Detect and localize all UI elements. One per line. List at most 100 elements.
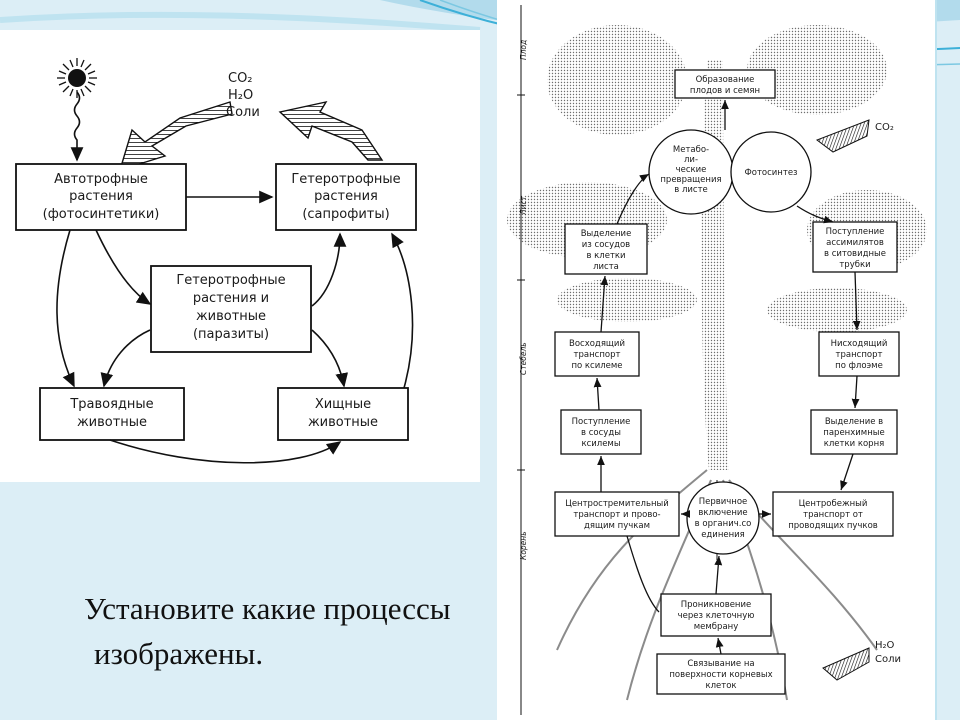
salts-input-label: Соли	[875, 654, 901, 665]
svg-text:ксилемы: ксилемы	[581, 439, 620, 449]
centripetal-transport-node: Центростремительный транспорт и прово- д…	[554, 491, 680, 537]
svg-text:Центростремительный: Центростремительный	[565, 499, 669, 509]
svg-text:транспорт от: транспорт от	[803, 510, 863, 520]
svg-text:в органич.со: в органич.со	[695, 519, 752, 529]
svg-text:поверхности корневых: поверхности корневых	[669, 670, 772, 680]
svg-text:в сосуды: в сосуды	[581, 428, 621, 438]
parasites-node: Гетеротрофные растения и животные (параз…	[150, 265, 312, 353]
svg-text:включение: включение	[698, 508, 747, 518]
xylem-entry-node: Поступление в сосуды ксилемы	[560, 409, 642, 455]
xylem-exit-node: Выделение из сосудов в клетки листа	[564, 223, 648, 275]
caption-line-1: Установите какие процессы	[84, 591, 451, 626]
svg-text:в ситовидные: в ситовидные	[824, 249, 886, 259]
sieve-entry-node: Поступление ассимилятов в ситовидные тру…	[812, 221, 898, 273]
svg-text:транспорт и прово-: транспорт и прово-	[573, 510, 660, 520]
svg-text:растения и: растения и	[193, 291, 269, 306]
svg-text:транспорт: транспорт	[836, 350, 883, 360]
svg-text:ассимилятов: ассимилятов	[826, 238, 884, 248]
svg-text:Фотосинтез: Фотосинтез	[744, 168, 798, 178]
ecosystem-cycle-diagram: CO₂ H₂O Соли Автотрофные растения (фотос…	[15, 58, 417, 464]
axis-root-label: Корень	[519, 531, 528, 560]
caption-line-2: изображены.	[94, 636, 264, 671]
ascending-transport-node: Восходящий транспорт по ксилеме	[554, 331, 640, 377]
primary-inclusion-node: Первичное включение в органич.со единени…	[686, 481, 760, 555]
svg-text:Связывание на: Связывание на	[687, 659, 754, 669]
svg-text:Гетеротрофные: Гетеротрофные	[176, 273, 285, 288]
axis-fruit-label: Плод	[519, 40, 528, 60]
svg-text:животные: животные	[77, 415, 147, 430]
svg-text:растения: растения	[314, 189, 378, 204]
svg-text:плодов и семян: плодов и семян	[690, 86, 760, 96]
predators-node: Хищные животные	[277, 387, 409, 441]
svg-text:Поступление: Поступление	[826, 227, 885, 237]
svg-text:по флоэме: по флоэме	[835, 361, 883, 371]
svg-text:Центробежный: Центробежный	[799, 499, 868, 509]
svg-text:Поступление: Поступление	[572, 417, 631, 427]
food-chain-arrows	[56, 190, 414, 464]
svg-text:Хищные: Хищные	[315, 397, 371, 412]
photosynthesis-node: Фотосинтез	[730, 131, 812, 213]
axis-stem-label: Стебель	[519, 342, 528, 375]
svg-text:Проникновение: Проникновение	[681, 600, 752, 610]
svg-text:(сапрофиты): (сапрофиты)	[302, 207, 389, 222]
sunlight-arrow	[70, 91, 84, 162]
svg-text:ли-: ли-	[684, 155, 698, 165]
svg-text:Нисходящий: Нисходящий	[831, 339, 888, 349]
svg-text:проводящих пучков: проводящих пучков	[788, 521, 878, 531]
svg-text:клетки корня: клетки корня	[824, 439, 885, 449]
svg-text:мембрану: мембрану	[694, 622, 739, 632]
decomposition-arrow	[278, 100, 384, 161]
descending-transport-node: Нисходящий транспорт по флоэме	[818, 331, 900, 377]
sun-icon	[57, 58, 97, 98]
svg-text:из сосудов: из сосудов	[582, 240, 630, 250]
svg-text:Выделение в: Выделение в	[825, 417, 883, 427]
svg-text:превращения: превращения	[660, 175, 721, 185]
svg-text:транспорт: транспорт	[574, 350, 621, 360]
svg-text:Выделение: Выделение	[581, 229, 632, 239]
svg-text:Восходящий: Восходящий	[569, 339, 625, 349]
svg-text:Метабо-: Метабо-	[673, 145, 709, 155]
svg-text:через клеточную: через клеточную	[678, 611, 755, 621]
organ-axis	[517, 5, 525, 715]
saprophytes-node: Гетеротрофные растения (сапрофиты)	[275, 163, 417, 231]
svg-text:животные: животные	[308, 415, 378, 430]
svg-text:растения: растения	[69, 189, 133, 204]
svg-text:Образование: Образование	[696, 75, 755, 85]
axis-leaf-label: Лист	[519, 195, 528, 216]
svg-text:Автотрофные: Автотрофные	[54, 172, 148, 187]
svg-text:Гетеротрофные: Гетеротрофные	[291, 172, 400, 187]
fruit-formation-node: Образование плодов и семян	[674, 69, 776, 99]
nutrient-return-arrow	[118, 101, 233, 172]
h2o-input-arrow	[822, 647, 870, 681]
svg-text:единения: единения	[701, 530, 745, 540]
svg-text:дящим пучкам: дящим пучкам	[584, 521, 650, 531]
svg-text:в клетки: в клетки	[586, 251, 625, 261]
svg-text:трубки: трубки	[839, 260, 870, 270]
co2-input-label: CO₂	[875, 122, 894, 133]
svg-text:(фотосинтетики): (фотосинтетики)	[43, 207, 160, 222]
h2o-label: H₂O	[228, 88, 253, 103]
parenchyma-node: Выделение в паренхимные клетки корня	[810, 409, 898, 455]
svg-text:клеток: клеток	[705, 681, 736, 691]
herbivores-node: Травоядные животные	[39, 387, 185, 441]
centrifugal-transport-node: Центробежный транспорт от проводящих пуч…	[772, 491, 894, 537]
svg-text:листа: листа	[593, 262, 619, 272]
co2-input-arrow	[815, 119, 870, 153]
task-caption: Установите какие процессы изображены.	[84, 586, 504, 676]
svg-text:ческие: ческие	[676, 165, 707, 175]
salts-label: Соли	[226, 105, 260, 120]
svg-text:Травоядные: Травоядные	[69, 397, 153, 412]
svg-text:животные: животные	[196, 309, 266, 324]
svg-text:паренхимные: паренхимные	[823, 428, 884, 438]
svg-text:(паразиты): (паразиты)	[193, 327, 269, 342]
svg-text:в листе: в листе	[674, 185, 708, 195]
svg-text:Первичное: Первичное	[699, 497, 748, 507]
h2o-input-label: H₂O	[875, 640, 895, 651]
autotrophs-node: Автотрофные растения (фотосинтетики)	[15, 163, 187, 231]
transport-flow-arrows	[593, 100, 861, 655]
co2-label: CO₂	[228, 71, 253, 86]
surface-binding-node: Связывание на поверхности корневых клето…	[656, 653, 786, 695]
plant-transport-diagram: Плод Лист Стебель Корень CO₂ H₂O Соли Об…	[507, 5, 927, 715]
membrane-penetration-node: Проникновение через клеточную мембрану	[660, 593, 772, 637]
svg-text:по ксилеме: по ксилеме	[571, 361, 622, 371]
